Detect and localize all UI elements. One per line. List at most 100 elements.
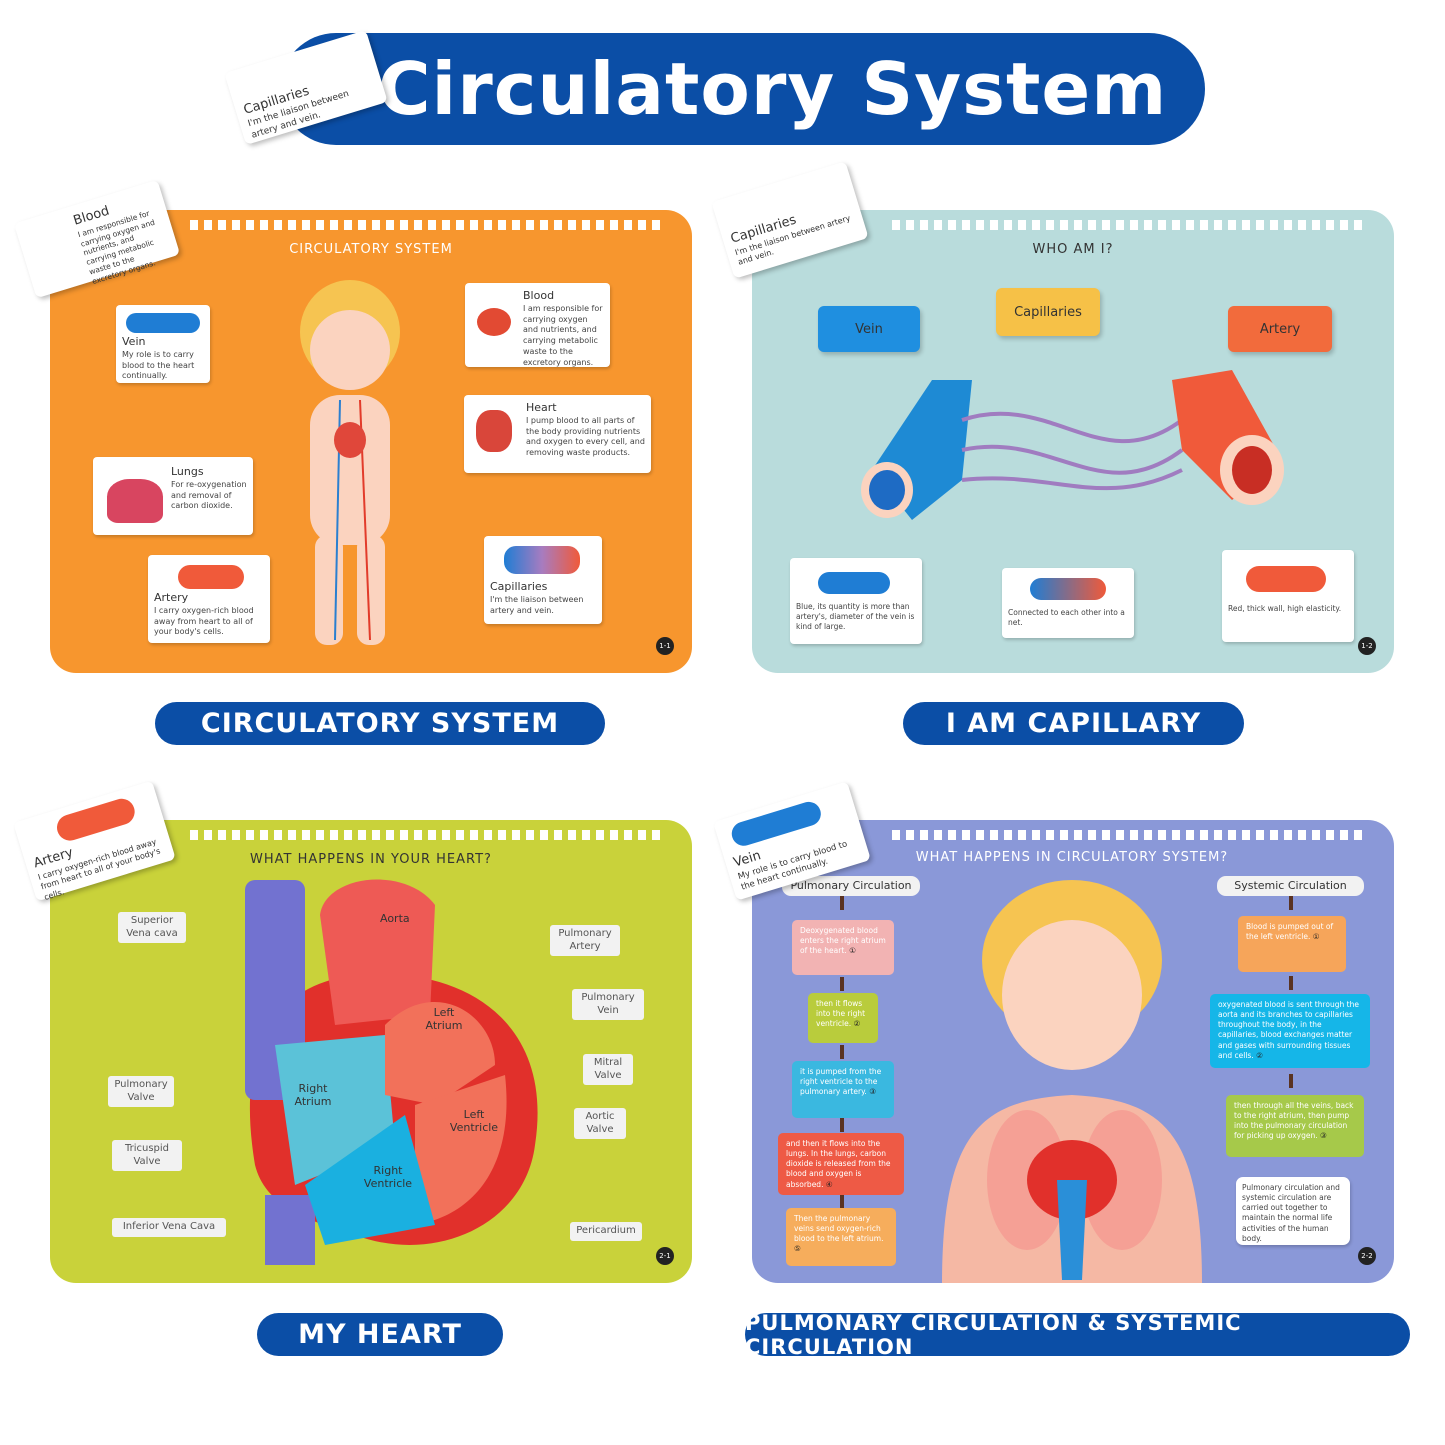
step-text: Blood is pumped out of the left ventricl…	[1246, 922, 1334, 942]
label-i-am-capillary: I AM CAPILLARY	[903, 702, 1244, 745]
vein-clue-card[interactable]: Blue, its quantity is more than artery's…	[790, 558, 922, 644]
card-text: I am responsible for carrying oxygen and…	[523, 303, 603, 367]
artery-icon	[178, 565, 244, 589]
systemic-step-1[interactable]: Blood is pumped out of the left ventricl…	[1238, 916, 1346, 972]
card-heading: Capillaries	[490, 580, 548, 593]
capillaries-icon	[504, 546, 580, 574]
tag-aortic-valve[interactable]: Aortic Valve	[574, 1108, 626, 1139]
step-number: ③	[869, 1087, 876, 1097]
heart-illustration	[245, 879, 538, 1265]
heart-icon	[476, 410, 512, 452]
word-block-capillaries[interactable]: Capillaries	[996, 288, 1100, 336]
step-number: ③	[1320, 1131, 1327, 1141]
arrow-down-icon	[1289, 976, 1293, 990]
card-heading: Blood	[523, 289, 555, 302]
tag-pericardium[interactable]: Pericardium	[570, 1222, 642, 1241]
page-title: Circulatory System	[377, 47, 1168, 131]
arrow-down-icon	[1289, 896, 1293, 910]
vein-icon	[818, 572, 890, 594]
tag-pulmonary-vein[interactable]: Pulmonary Vein	[572, 989, 644, 1020]
arrow-down-icon	[840, 1045, 844, 1059]
binding-holes	[892, 830, 1364, 840]
part-right-ventricle: Right Ventricle	[363, 1164, 413, 1190]
arrow-down-icon	[840, 896, 844, 910]
label-pulmonary-systemic: PULMONARY CIRCULATION & SYSTEMIC CIRCULA…	[745, 1311, 1410, 1359]
pulmonary-circulation-heading: Pulmonary Circulation	[782, 876, 920, 896]
step-number: ④	[825, 1179, 833, 1189]
tag-pulmonary-valve[interactable]: Pulmonary Valve	[108, 1076, 174, 1107]
vein-icon	[126, 313, 200, 333]
step-number: ⑤	[794, 1244, 801, 1254]
arrow-down-icon	[840, 977, 844, 991]
panel-circulation: WHAT HAPPENS IN CIRCULATORY SYSTEM? Pulm…	[752, 820, 1394, 1283]
pulmonary-step-3[interactable]: it is pumped from the right ventricle to…	[792, 1061, 894, 1118]
card-text: I pump blood to all parts of the body pr…	[526, 415, 645, 458]
step-number: ①	[1312, 932, 1320, 942]
step-text: and then it flows into the lungs. In the…	[786, 1139, 891, 1189]
pulmonary-step-4[interactable]: and then it flows into the lungs. In the…	[778, 1133, 904, 1195]
step-text: Then the pulmonary veins send oxygen-ric…	[794, 1214, 884, 1244]
clue-text: Red, thick wall, high elasticity.	[1228, 604, 1342, 613]
step-text: it is pumped from the right ventricle to…	[800, 1067, 882, 1097]
pulmonary-step-2[interactable]: then it flows into the right ventricle. …	[808, 993, 878, 1043]
step-number: ①	[849, 946, 856, 956]
capillaries-icon	[1030, 578, 1106, 600]
panel-who-am-i: WHO AM I? Vein Capillaries Artery Blue, …	[752, 210, 1394, 673]
blood-cells-icon	[477, 308, 511, 336]
arrow-down-icon	[1289, 1074, 1293, 1088]
panel-my-heart: WHAT HAPPENS IN YOUR HEART? Aorta Left A…	[50, 820, 692, 1283]
card-text: For re-oxygenation and removal of carbon…	[171, 479, 247, 511]
label-my-heart: MY HEART	[257, 1313, 503, 1356]
page-number: 2-1	[656, 1247, 674, 1265]
tag-superior-vena-cava[interactable]: Superior Vena cava	[118, 912, 186, 943]
tag-pulmonary-artery[interactable]: Pulmonary Artery	[550, 925, 620, 956]
lungs-icon	[107, 479, 163, 523]
systemic-step-3[interactable]: then through all the veins, back to the …	[1226, 1095, 1364, 1157]
binding-holes	[190, 220, 662, 230]
word-block-artery[interactable]: Artery	[1228, 306, 1332, 352]
note-bubble: Pulmonary circulation and systemic circu…	[1236, 1177, 1350, 1245]
card-heading: Lungs	[171, 465, 204, 478]
card-text: My role is to carry blood to the heart c…	[122, 349, 195, 381]
arrow-down-icon	[840, 1195, 844, 1209]
panel-title: CIRCULATORY SYSTEM	[289, 242, 453, 257]
card-text: I'm the liaison between artery and vein.	[490, 594, 584, 615]
binding-holes	[892, 220, 1364, 230]
panel-title: WHAT HAPPENS IN CIRCULATORY SYSTEM?	[915, 850, 1229, 865]
part-left-atrium: Left Atrium	[425, 1006, 463, 1032]
part-left-ventricle: Left Ventricle	[449, 1108, 499, 1134]
pulmonary-step-1[interactable]: Deoxygenated blood enters the right atri…	[792, 920, 894, 975]
label-circulatory-system: CIRCULATORY SYSTEM	[155, 702, 605, 745]
pulmonary-step-5[interactable]: Then the pulmonary veins send oxygen-ric…	[786, 1208, 896, 1266]
part-aorta: Aorta	[380, 912, 410, 925]
page-number: 1-1	[656, 637, 674, 655]
systemic-circulation-heading: Systemic Circulation	[1217, 876, 1364, 896]
word-block-vein[interactable]: Vein	[818, 306, 920, 352]
step-number: ②	[1256, 1050, 1263, 1060]
child-chest-illustration	[942, 880, 1202, 1283]
card-heading: Heart	[526, 401, 557, 414]
tag-mitral-valve[interactable]: Mitral Valve	[583, 1054, 633, 1085]
panel-title: WHO AM I?	[1032, 242, 1114, 257]
page-number: 2-2	[1358, 1247, 1376, 1265]
artery-clue-card[interactable]: Red, thick wall, high elasticity.	[1222, 550, 1354, 642]
arrow-down-icon	[840, 1118, 844, 1132]
panel-title: WHAT HAPPENS IN YOUR HEART?	[250, 852, 492, 867]
binding-holes	[190, 830, 662, 840]
card-heading: Vein	[122, 335, 146, 348]
part-right-atrium: Right Atrium	[294, 1082, 332, 1108]
page-number: 1-2	[1358, 637, 1376, 655]
tag-tricuspid-valve[interactable]: Tricuspid Valve	[112, 1140, 182, 1171]
card-text: I carry oxygen-rich blood away from hear…	[154, 605, 254, 637]
systemic-step-2[interactable]: oxygenated blood is sent through the aor…	[1210, 994, 1370, 1068]
tag-inferior-vena-cava[interactable]: Inferior Vena Cava	[112, 1218, 226, 1237]
capillaries-clue-card[interactable]: Connected to each other into a net.	[1002, 568, 1134, 638]
child-body-illustration	[300, 280, 400, 645]
